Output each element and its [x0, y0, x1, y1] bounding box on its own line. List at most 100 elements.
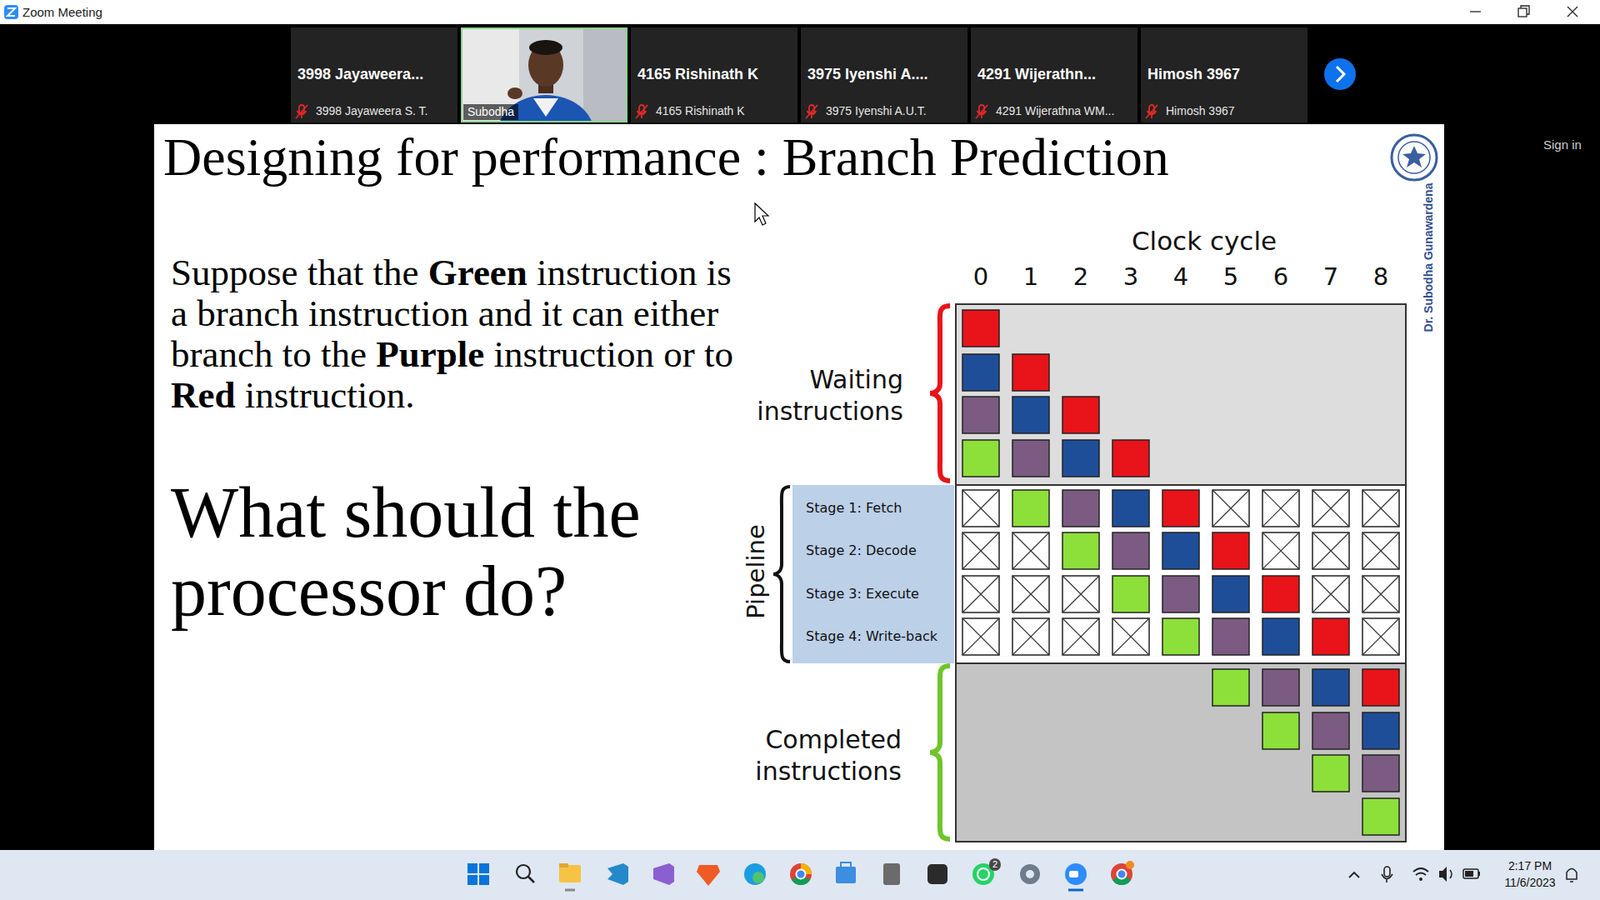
instruction-square — [1362, 712, 1400, 750]
instruction-square — [1312, 618, 1350, 655]
instruction-square — [962, 310, 1000, 347]
instruction-square — [1262, 575, 1300, 613]
cycle-number: 3 — [1123, 263, 1139, 290]
instruction-square — [1112, 575, 1150, 613]
timeline-grid — [955, 484, 1406, 486]
pipeline-stage-band: Stage 1: FetchStage 2: DecodeStage 3: Ex… — [792, 485, 955, 664]
taskbar — [0, 850, 1600, 900]
instruction-square — [1362, 669, 1400, 706]
window-drawing — [975, 105, 988, 119]
completed-brace — [930, 665, 950, 840]
instruction-square — [1262, 669, 1300, 706]
participant-tile: 4165 Rishinath K4165 Rishinath K — [630, 27, 798, 123]
timeline-grid — [955, 304, 1406, 842]
empty-slot — [1362, 532, 1400, 570]
participant-tile: Himosh 3967Himosh 3967 — [1140, 27, 1308, 123]
taskbar-icons — [796, 870, 806, 880]
empty-slot — [1312, 575, 1350, 613]
instruction-square — [1162, 532, 1200, 570]
taskbar-icons — [1566, 869, 1577, 883]
window-controls — [1470, 10, 1481, 12]
slide — [154, 124, 1445, 850]
instruction-square — [1062, 532, 1100, 570]
author-watermark: Dr. Subodha Gunawardena — [1421, 183, 1435, 333]
empty-slot — [1262, 490, 1300, 527]
instruction-square — [1362, 712, 1400, 750]
taskbar-icons — [1465, 870, 1474, 877]
empty-slot — [1012, 532, 1050, 570]
instruction-square — [1312, 618, 1350, 655]
paragraph-text: instruction. — [245, 374, 415, 416]
instruction-square — [1012, 396, 1050, 434]
zoom-icon — [4, 5, 19, 20]
instruction-square — [1262, 712, 1300, 750]
instruction-square — [1362, 798, 1400, 835]
instruction-square — [962, 396, 1000, 434]
empty-slot — [1362, 575, 1400, 613]
empty-slot — [1262, 532, 1300, 570]
taskbar-icons — [1025, 870, 1035, 879]
video-picture — [460, 27, 628, 123]
instruction-square — [1212, 575, 1250, 613]
empty-slot — [1062, 575, 1100, 613]
stage-band-ground — [792, 485, 955, 664]
participant-full-name: Himosh 3967 — [1165, 103, 1235, 119]
taskbar-icons — [1125, 860, 1135, 870]
empty-slot — [1062, 618, 1100, 655]
instruction-square — [1012, 490, 1050, 527]
empty-slot — [1362, 532, 1400, 570]
instruction-square — [1212, 669, 1250, 706]
empty-slot — [1312, 490, 1350, 527]
paragraph-text: instruction or to — [493, 333, 733, 375]
window-drawing — [1145, 105, 1158, 119]
taskbar-icons — [835, 866, 856, 884]
instruction-square — [1112, 440, 1150, 477]
cycle-number: 2 — [1073, 263, 1089, 290]
region-label: Completed instructions — [735, 724, 902, 788]
window-drawing — [805, 105, 818, 119]
empty-slot — [1312, 532, 1350, 570]
participant-tile-ground — [1140, 27, 1308, 123]
instruction-square — [1162, 575, 1200, 613]
video-picture — [533, 98, 559, 117]
participant-full-name: 4165 Rishinath K — [655, 103, 745, 119]
participant-tile: 3975 Iyenshi A....3975 Iyenshi A.U.T. — [800, 27, 968, 123]
instruction-square — [1362, 669, 1400, 706]
taskbar-icons — [1069, 870, 1079, 878]
taskbar-icons — [696, 865, 720, 886]
window-drawing — [635, 105, 648, 119]
cycle-number: 4 — [1173, 263, 1189, 290]
sign-in-button: Sign in — [1543, 137, 1582, 153]
empty-slot — [1062, 618, 1100, 655]
empty-slot — [1262, 532, 1300, 570]
window-controls — [1518, 8, 1527, 17]
cycle-number: 1 — [1023, 263, 1039, 290]
slide-title: Designing for performance : Branch Predi… — [163, 126, 1170, 189]
taskbar-icons — [1450, 870, 1452, 879]
instruction-square — [1162, 490, 1200, 527]
timeline-grid — [955, 304, 1406, 485]
instruction-square — [1012, 354, 1050, 391]
cycle-number: 7 — [1323, 263, 1339, 290]
cycle-number: 6 — [1273, 263, 1289, 290]
empty-slot — [1312, 532, 1350, 570]
instruction-square — [1312, 755, 1350, 792]
taskbar-icons — [559, 865, 581, 883]
title-bar — [0, 0, 1600, 25]
empty-slot — [1212, 490, 1250, 527]
instruction-square — [1212, 532, 1250, 570]
cycle-number: 8 — [1373, 263, 1389, 290]
empty-slot — [1112, 618, 1150, 655]
taskbar-icons — [528, 876, 535, 883]
stage-label: Stage 3: Execute — [805, 585, 920, 604]
taskbar-icons — [744, 863, 766, 885]
instruction-cells — [962, 310, 1400, 835]
instruction-square — [1162, 618, 1200, 655]
empty-slot — [1362, 532, 1400, 570]
instruction-square — [1012, 354, 1050, 391]
waiting-brace — [930, 305, 950, 481]
participant-tile: Subodha — [460, 27, 628, 123]
empty-slot — [962, 618, 1000, 655]
empty-slot — [1312, 575, 1350, 613]
instruction-square — [1212, 618, 1250, 655]
